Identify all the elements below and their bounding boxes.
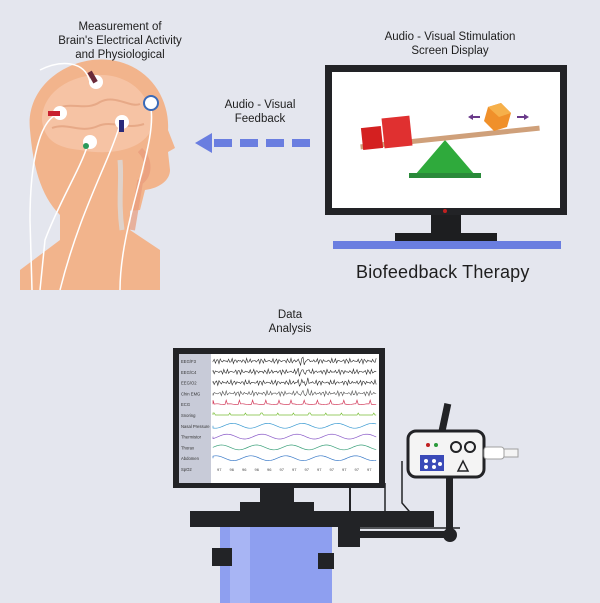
channel-label: EEG/C4 xyxy=(181,370,197,375)
signal-trace xyxy=(212,412,377,416)
spo2-value: 96 xyxy=(267,467,272,472)
analysis-caption: Data Analysis xyxy=(268,309,312,335)
spo2-value: 97 xyxy=(330,467,335,472)
support-arm xyxy=(360,531,452,538)
acquisition-device[interactable] xyxy=(406,429,486,479)
signal-trace xyxy=(212,377,377,387)
electrode-right xyxy=(143,95,159,111)
red-block-large xyxy=(381,115,413,149)
signal-trace xyxy=(212,356,377,367)
neck-shoulder xyxy=(20,200,160,290)
signal-trace xyxy=(212,455,377,461)
brain xyxy=(42,74,152,153)
channel-label: ECG xyxy=(181,402,190,407)
channel-label: EEG/O2 xyxy=(181,381,197,386)
therapy-title: Biofeedback Therapy xyxy=(356,262,530,282)
channel-label: Nasal Pressure xyxy=(181,424,210,429)
cart-desk xyxy=(190,511,434,527)
signal-trace xyxy=(212,433,377,440)
channel-label: Snoring xyxy=(181,413,196,418)
feedback-arrow xyxy=(195,133,310,153)
signal-trace xyxy=(212,367,377,377)
channel-label: Thermistor xyxy=(181,435,202,440)
spo2-value: 97 xyxy=(292,467,297,472)
signal-trace xyxy=(212,423,377,429)
channel-label: Thorax xyxy=(181,445,195,450)
channel-label: Abdomen xyxy=(181,456,200,461)
spo2-value: 97 xyxy=(317,467,322,472)
spo2-value: 96 xyxy=(230,467,235,472)
feedback-caption: Audio - Visual Feedback xyxy=(224,99,296,125)
head-caption: Measurement of Brain's Electrical Activi… xyxy=(58,21,182,61)
spo2-value: 96 xyxy=(242,467,247,472)
stimulation-monitor xyxy=(325,65,567,249)
spo2-value: 97 xyxy=(342,467,347,472)
spo2-value: 97 xyxy=(217,467,222,472)
channel-label: Chin EMG xyxy=(181,391,200,396)
display-caption: Audio - Visual Stimulation Screen Displa… xyxy=(384,31,516,57)
signal-trace xyxy=(212,444,377,451)
spo2-value: 97 xyxy=(305,467,310,472)
signal-trace xyxy=(212,398,377,405)
desk-line xyxy=(333,241,561,249)
channel-label: SpO2 xyxy=(181,467,192,472)
spo2-value: 97 xyxy=(355,467,360,472)
analysis-monitor-screen xyxy=(179,354,379,483)
signal-trace xyxy=(212,388,377,398)
red-block-small xyxy=(360,126,384,150)
head-illustration xyxy=(20,59,175,291)
spo2-value: 97 xyxy=(367,467,372,472)
green-triangle xyxy=(415,140,475,175)
spo2-value: 96 xyxy=(255,467,260,472)
signal-traces: 97 96 96 96 96 97 97 97 97 97 97 97 97 xyxy=(212,356,377,472)
spo2-value: 97 xyxy=(280,467,285,472)
channel-label: EEG/F3 xyxy=(181,359,197,364)
